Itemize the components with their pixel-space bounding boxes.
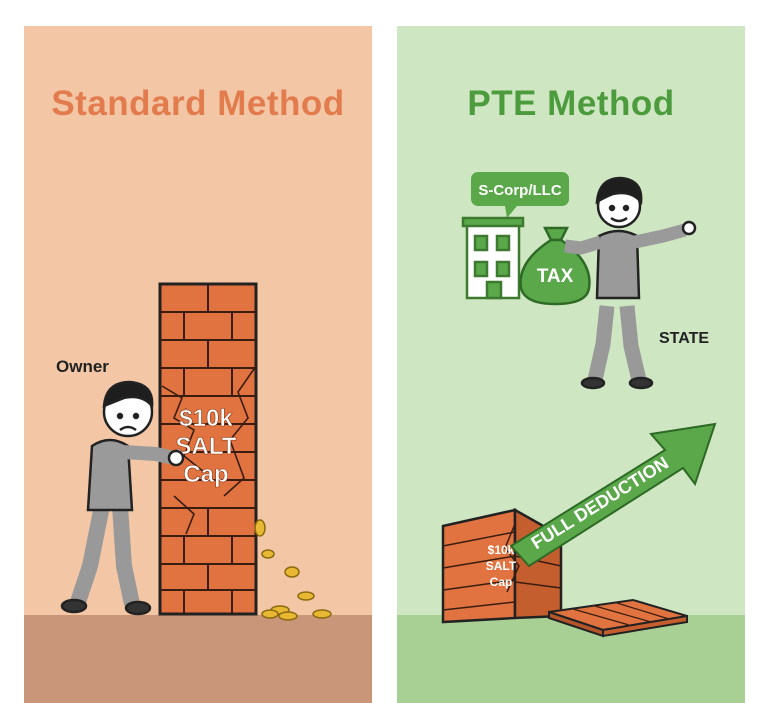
business-building-icon bbox=[461, 216, 525, 300]
owner-label: Owner bbox=[56, 357, 109, 376]
entity-speech-bubble bbox=[471, 172, 569, 218]
standard-method-panel: Standard Method bbox=[24, 26, 372, 703]
tax-label: TAX bbox=[537, 266, 574, 287]
standard-method-illustration: $10k SALT Cap Owner bbox=[56, 282, 332, 621]
ground bbox=[24, 615, 372, 703]
small-wall-text-line-1: $10k bbox=[488, 543, 515, 557]
salt-cap-wall bbox=[158, 282, 258, 616]
full-deduction-label: FULL DEDUCTION bbox=[528, 453, 672, 554]
small-salt-cap-wall bbox=[441, 507, 563, 624]
state-figure bbox=[564, 176, 697, 390]
small-wall-text-line-3: Cap bbox=[490, 575, 513, 589]
wall-text-line-3: Cap bbox=[183, 461, 228, 488]
falling-coins bbox=[254, 519, 332, 621]
tax-bag-icon bbox=[519, 226, 591, 306]
standard-method-title: Standard Method bbox=[51, 84, 345, 123]
ground bbox=[397, 615, 745, 703]
fallen-bricks bbox=[548, 598, 688, 638]
owner-figure bbox=[60, 380, 185, 616]
pte-method-title: PTE Method bbox=[467, 84, 675, 123]
wall-text-line-1: $10k bbox=[179, 405, 233, 432]
wall-text-line-2: SALT bbox=[176, 433, 237, 460]
small-wall-text-line-2: SALT bbox=[486, 559, 517, 573]
state-label: STATE bbox=[659, 330, 709, 347]
pte-method-illustration: S-Corp/LLC TAX bbox=[441, 172, 717, 638]
full-deduction-arrow bbox=[509, 422, 717, 568]
pte-method-panel: PTE Method S-Corp/LLC TAX bbox=[397, 26, 745, 703]
entity-label: S-Corp/LLC bbox=[478, 182, 561, 199]
